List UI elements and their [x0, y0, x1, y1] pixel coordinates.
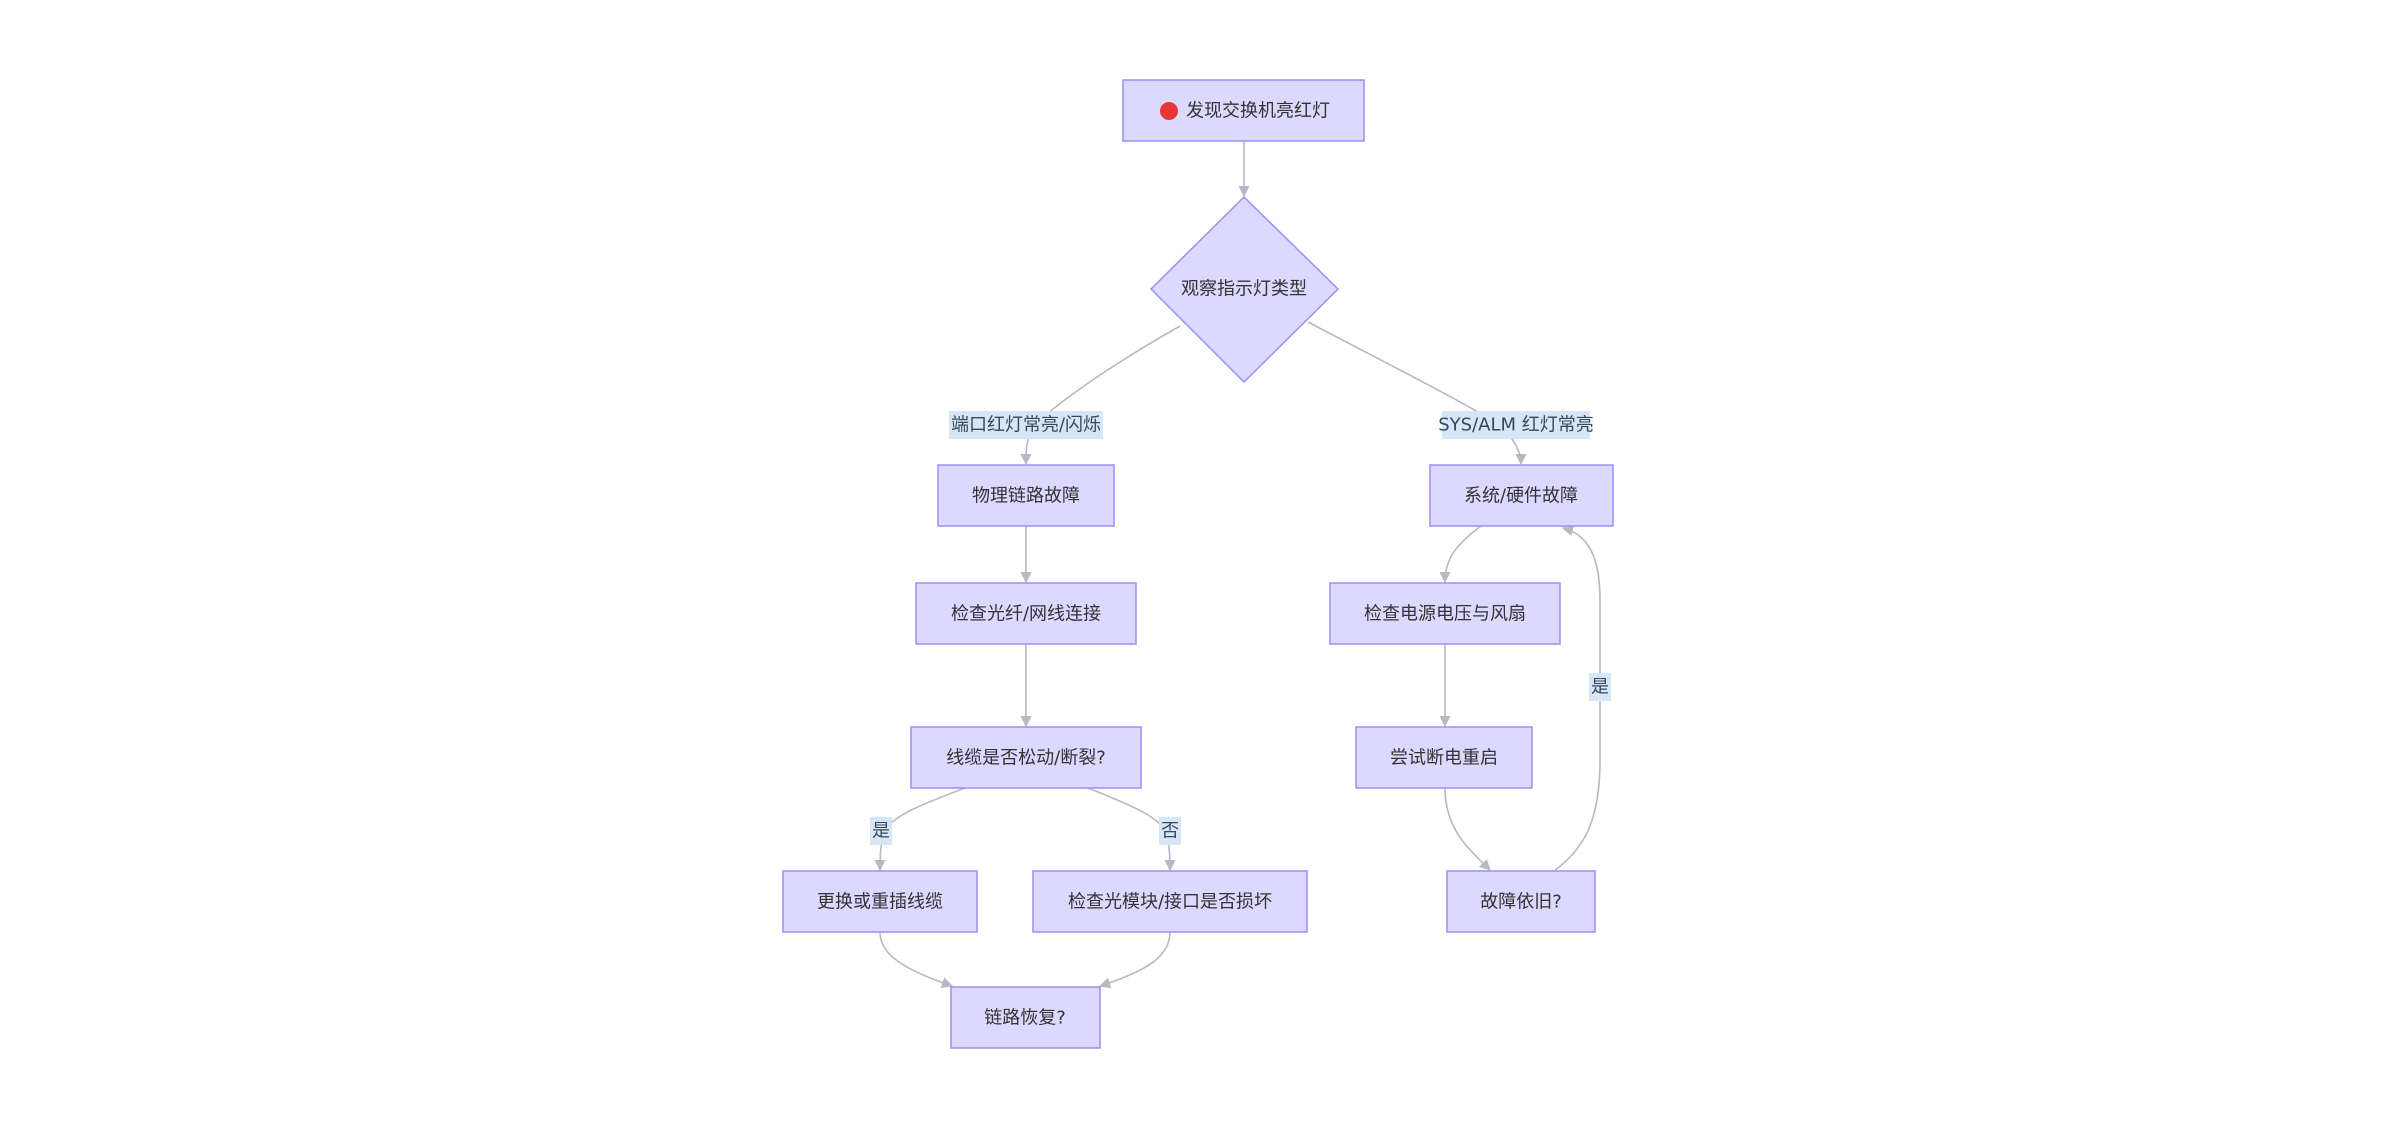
node-still-faulty: 故障依旧?: [1446, 870, 1596, 933]
node-link-recovered: 链路恢复?: [950, 986, 1101, 1049]
node-power-cycle: 尝试断电重启: [1355, 726, 1533, 789]
edge-power-cycle-to-still-faulty: [1444, 787, 1491, 871]
node-check-module: 检查光模块/接口是否损坏: [1032, 870, 1308, 933]
edge-label-loose-yes: 是: [870, 817, 892, 845]
svg-text:是: 是: [1591, 677, 1609, 698]
svg-text:端口红灯常亮/闪烁: 端口红灯常亮/闪烁: [951, 415, 1101, 436]
edge-cable-loose-to-replace-cable: [874, 787, 966, 872]
svg-text:SYS/ALM 红灯常亮: SYS/ALM 红灯常亮: [1438, 415, 1594, 436]
edge-replace-cable-to-link-recovered: [879, 931, 954, 989]
svg-text:检查光纤/网线连接: 检查光纤/网线连接: [951, 604, 1101, 625]
svg-text:线缆是否松动/断裂?: 线缆是否松动/断裂?: [946, 748, 1106, 769]
svg-text:观察指示灯类型: 观察指示灯类型: [1181, 279, 1307, 300]
node-cable-loose: 线缆是否松动/断裂?: [910, 726, 1142, 789]
edge-label-sys-alm: SYS/ALM 红灯常亮: [1438, 411, 1594, 439]
svg-text:链路恢复?: 链路恢复?: [984, 1008, 1066, 1029]
edge-cable-loose-to-check-module: [1087, 787, 1176, 872]
red-circle-icon: [1160, 102, 1178, 120]
edge-check-module-to-link-recovered: [1098, 931, 1171, 989]
edge-still-faulty-to-system-fault: [1554, 525, 1601, 871]
node-start: 发现交换机亮红灯: [1122, 79, 1365, 142]
svg-text:系统/硬件故障: 系统/硬件故障: [1464, 486, 1578, 507]
svg-text:更换或重插线缆: 更换或重插线缆: [817, 892, 943, 913]
svg-text:物理链路故障: 物理链路故障: [972, 486, 1080, 507]
edge-label-loose-no: 否: [1159, 817, 1181, 845]
edge-label-port-red: 端口红灯常亮/闪烁: [949, 411, 1103, 439]
edge-observe-to-system-fault: [1307, 321, 1527, 466]
edge-label-still-yes: 是: [1589, 673, 1611, 701]
node-observe-decision: 观察指示灯类型: [1149, 195, 1340, 384]
svg-text:检查电源电压与风扇: 检查电源电压与风扇: [1364, 604, 1526, 625]
node-check-fiber: 检查光纤/网线连接: [915, 582, 1137, 645]
edge-system-fault-to-check-power: [1439, 525, 1482, 584]
node-replace-cable: 更换或重插线缆: [782, 870, 978, 933]
svg-text:故障依旧?: 故障依旧?: [1480, 892, 1562, 913]
svg-text:尝试断电重启: 尝试断电重启: [1390, 748, 1498, 769]
svg-text:检查光模块/接口是否损坏: 检查光模块/接口是否损坏: [1068, 892, 1272, 913]
svg-text:否: 否: [1161, 821, 1179, 842]
edge-observe-to-physical-fault: [1020, 325, 1181, 466]
node-system-fault: 系统/硬件故障: [1429, 464, 1614, 527]
svg-text:是: 是: [872, 821, 890, 842]
svg-text:发现交换机亮红灯: 发现交换机亮红灯: [1186, 101, 1330, 122]
node-physical-fault: 物理链路故障: [937, 464, 1115, 527]
node-check-power: 检查电源电压与风扇: [1329, 582, 1561, 645]
